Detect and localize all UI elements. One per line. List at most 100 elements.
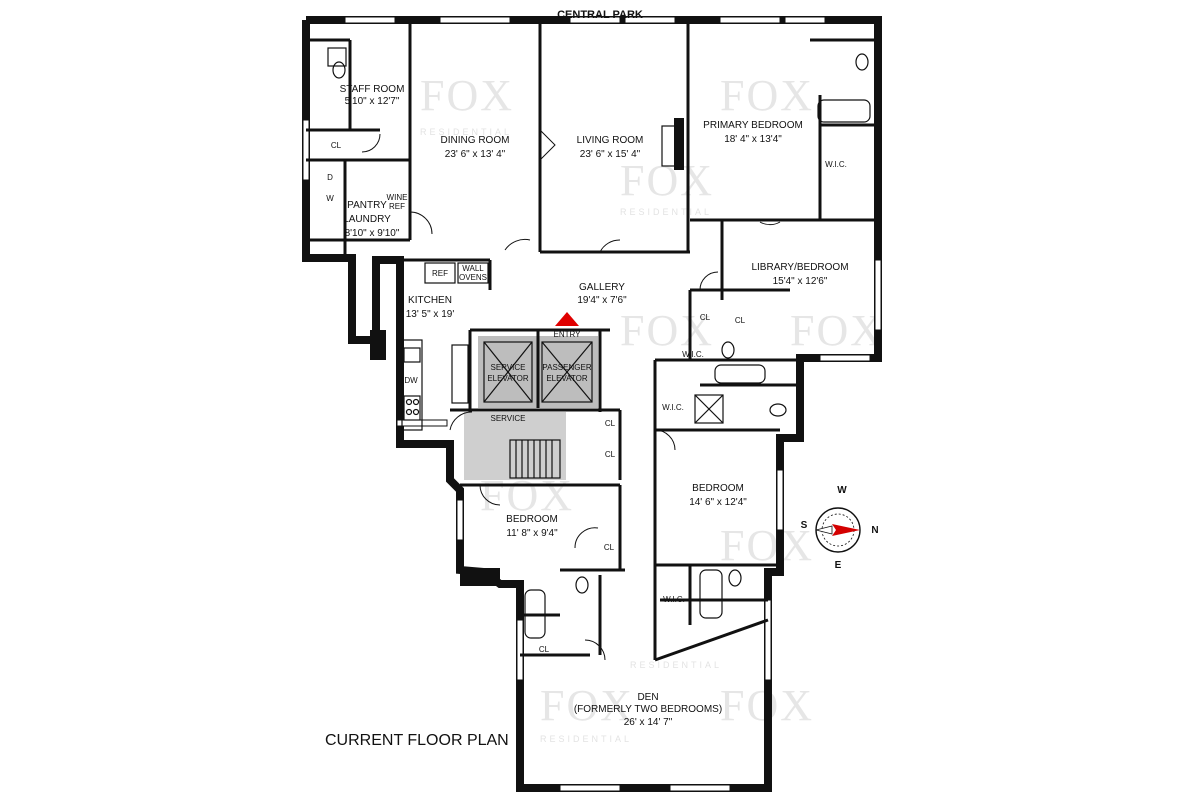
- closet-label: CL: [700, 313, 711, 322]
- kitchen-dims: 13' 5" x 19': [406, 309, 455, 320]
- compass-east: E: [835, 560, 842, 571]
- closet-label: CL: [605, 450, 616, 459]
- entry-label: ENTRY: [554, 330, 582, 339]
- bedroom-west-label: BEDROOM: [506, 514, 558, 525]
- watermark-text: FOX: [420, 71, 514, 120]
- ref-label: REF: [432, 269, 448, 278]
- staff-room-dims: 5'10" x 12'7": [345, 96, 400, 107]
- wall-ovens-label: WALL: [462, 264, 484, 273]
- closet-label: CL: [605, 419, 616, 428]
- dryer-label: D: [327, 173, 333, 182]
- watermark-text: FOX: [790, 306, 884, 355]
- watermark-text: FOX: [620, 156, 714, 205]
- bedroom-west-dims: 11' 8" x 9'4": [506, 528, 558, 539]
- labels: CENTRAL PARK STAFF ROOM 5'10" x 12'7" DI…: [325, 9, 849, 749]
- passenger-elevator-label-2: ELEVATOR: [546, 374, 588, 383]
- bedroom-east-dims: 14' 6" x 12'4": [689, 497, 747, 508]
- pantry-label: PANTRY: [347, 200, 387, 211]
- bathtub: [817, 99, 871, 123]
- kitchen-counter: [401, 339, 423, 431]
- compass-south: S: [801, 520, 808, 531]
- watermark-text: FOX: [720, 71, 814, 120]
- toilet: [855, 53, 869, 71]
- bedroom-east-label: BEDROOM: [692, 483, 744, 494]
- library-bedroom-dims: 15'4" x 12'6": [773, 276, 828, 287]
- watermark-subtext: RESIDENTIAL: [420, 127, 512, 137]
- dining-room-label: DINING ROOM: [441, 135, 510, 146]
- wall-pier: [370, 330, 386, 360]
- kitchen-island: [451, 344, 469, 404]
- closet-label: CL: [539, 645, 550, 654]
- service-stairs: [509, 439, 561, 479]
- bathtub: [524, 589, 546, 639]
- laundry-label: LAUNDRY: [343, 214, 391, 225]
- wine-ref-label: WINE: [387, 193, 408, 202]
- kitchen-label: KITCHEN: [408, 295, 452, 306]
- service-area: [464, 412, 566, 480]
- compass-needle-icon: [832, 524, 860, 536]
- staff-room-label: STAFF ROOM: [340, 84, 405, 95]
- refrigerator: [424, 262, 456, 284]
- watermark-subtext: RESIDENTIAL: [620, 207, 712, 217]
- compass-north: N: [871, 525, 878, 536]
- watermark-text: FOX: [720, 521, 814, 570]
- watermark-layer: FOX RESIDENTIAL FOX RESIDENTIAL FOX FOX …: [420, 71, 884, 744]
- passenger-elevator: [541, 341, 593, 403]
- gallery-dims: 19'4" x 7'6": [577, 295, 627, 306]
- dishwasher-label: DW: [404, 376, 418, 385]
- den-note: (FORMERLY TWO BEDROOMS): [574, 704, 722, 715]
- bathtub: [714, 364, 766, 384]
- toilet: [728, 569, 742, 587]
- washer-label: W: [326, 194, 334, 203]
- plan-title: CURRENT FLOOR PLAN: [325, 732, 509, 749]
- wall-pier: [460, 568, 500, 586]
- fixtures: [327, 47, 871, 639]
- watermark-subtext: RESIDENTIAL: [540, 734, 632, 744]
- library-bedroom-label: LIBRARY/BEDROOM: [751, 262, 848, 273]
- closet-label: CL: [331, 141, 342, 150]
- sink: [403, 347, 421, 363]
- toilet: [721, 341, 735, 359]
- watermark-text: FOX: [540, 681, 634, 730]
- wall-ovens-label-2: OVENS: [459, 273, 487, 282]
- wic-label: W.I.C.: [825, 160, 847, 169]
- range: [403, 395, 421, 421]
- dining-room-dims: 23' 6" x 13' 4": [445, 149, 506, 160]
- living-room-dims: 23' 6" x 15' 4": [580, 149, 641, 160]
- bathtub: [699, 569, 723, 619]
- chimney: [674, 118, 684, 170]
- den-dims: 26' x 14' 7": [624, 717, 673, 728]
- compass: W S N E: [801, 485, 879, 571]
- primary-bedroom-label: PRIMARY BEDROOM: [703, 120, 803, 131]
- pantry-laundry-dims: 8'10" x 9'10": [345, 228, 400, 239]
- shower: [327, 47, 347, 67]
- exterior-walls: [302, 16, 882, 792]
- watermark-subtext: RESIDENTIAL: [630, 660, 722, 670]
- living-room-label: LIVING ROOM: [577, 135, 644, 146]
- wic-label: W.I.C.: [682, 350, 704, 359]
- primary-bedroom-dims: 18' 4" x 13'4": [724, 134, 782, 145]
- service-elevator-label: SERVICE: [491, 363, 526, 372]
- wic-label: W.I.C.: [662, 403, 684, 412]
- entry-marker-icon: [555, 312, 579, 326]
- wall-ovens: [457, 262, 489, 284]
- interior-walls: [306, 20, 878, 662]
- street-label: CENTRAL PARK: [557, 9, 643, 21]
- doors: [361, 129, 781, 661]
- service-label: SERVICE: [491, 414, 526, 423]
- toilet: [575, 576, 589, 594]
- shower: [694, 394, 724, 424]
- service-elevator-label-2: ELEVATOR: [487, 374, 529, 383]
- den-label: DEN: [637, 692, 658, 703]
- watermark-text: FOX: [620, 306, 714, 355]
- toilet: [769, 403, 787, 417]
- gallery-label: GALLERY: [579, 282, 625, 293]
- wine-ref-label-2: REF: [389, 202, 405, 211]
- toilet: [332, 61, 346, 79]
- passenger-elevator-label: PASSENGER: [542, 363, 591, 372]
- closet-label: CL: [735, 316, 746, 325]
- closet-label: CL: [604, 543, 615, 552]
- service-elevator: [483, 341, 533, 403]
- wic-label: W.I.C.: [663, 595, 685, 604]
